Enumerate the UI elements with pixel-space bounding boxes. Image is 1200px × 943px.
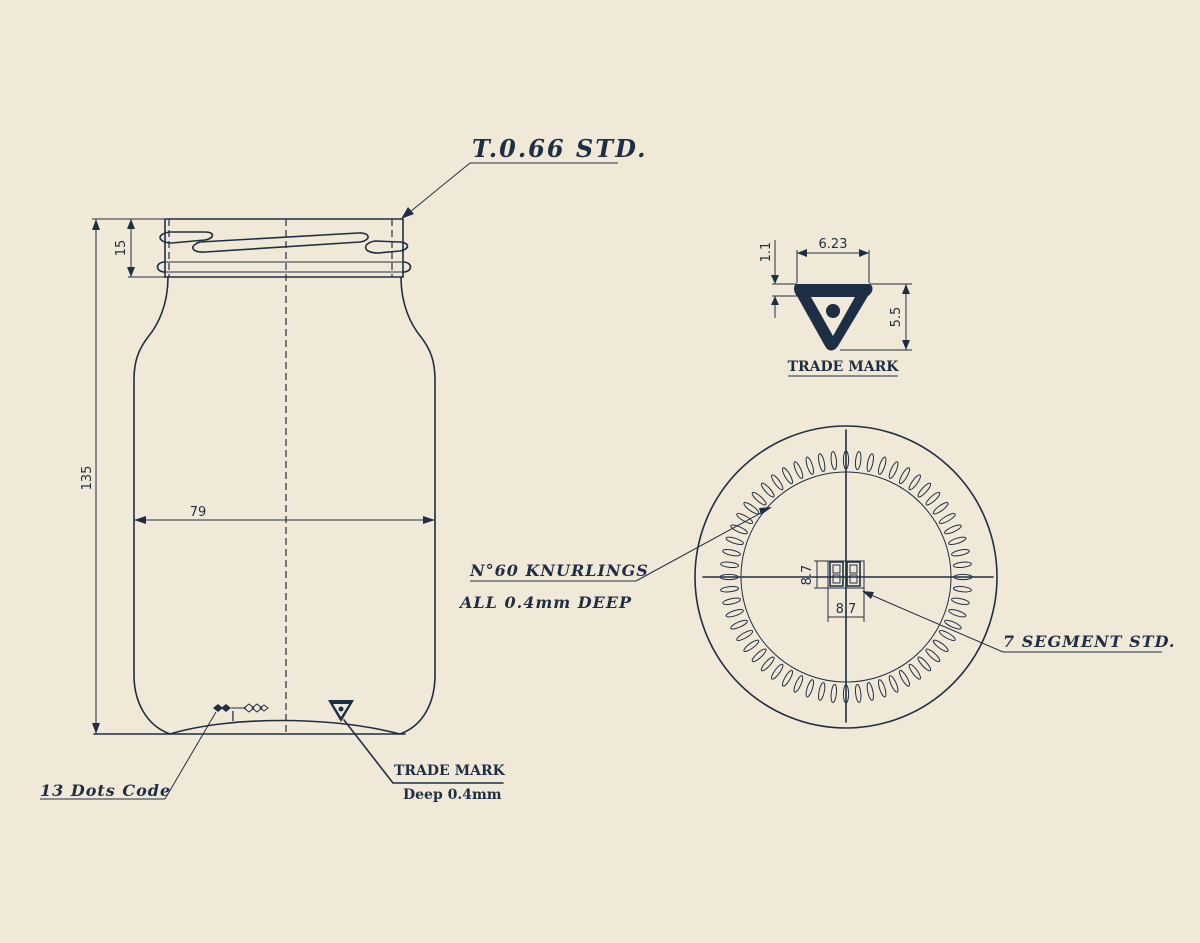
knurling bbox=[771, 474, 784, 491]
diameter-value: 79 bbox=[190, 505, 207, 520]
finish-height-value: 15 bbox=[114, 240, 129, 257]
knurling bbox=[830, 451, 838, 471]
height-dimension: 135 bbox=[80, 218, 165, 734]
knurling bbox=[938, 629, 956, 642]
knurling bbox=[932, 502, 949, 515]
base-trademark-label: TRADE MARK bbox=[394, 763, 506, 779]
knurling bbox=[951, 597, 970, 605]
knurling bbox=[720, 561, 740, 569]
knurling bbox=[938, 512, 956, 525]
knurling bbox=[877, 679, 887, 698]
knurling bbox=[951, 549, 970, 557]
knurling bbox=[948, 536, 967, 546]
knurling bbox=[722, 549, 741, 557]
knurling bbox=[898, 669, 911, 687]
dots-code-label: 13 Dots Code bbox=[40, 781, 171, 800]
knurling bbox=[917, 482, 932, 498]
finish-label: T.0.66 STD. bbox=[472, 134, 647, 163]
knurling bbox=[866, 453, 874, 472]
knurling bbox=[908, 663, 921, 680]
knurling bbox=[888, 461, 899, 479]
height-value: 135 bbox=[80, 466, 95, 491]
knurling bbox=[866, 682, 874, 701]
knurling bbox=[908, 474, 921, 491]
trademark-detail: 6.23 1.1 5.5 TRADE MARK bbox=[759, 237, 912, 377]
knurling bbox=[944, 619, 962, 630]
knurling bbox=[877, 456, 887, 475]
tm-width-value: 6.23 bbox=[819, 237, 848, 252]
knurling bbox=[925, 648, 941, 663]
diameter-dimension: 79 bbox=[134, 505, 435, 524]
segment-label: 7 SEGMENT STD. bbox=[1003, 632, 1175, 651]
knurling bbox=[818, 682, 826, 701]
knurling bbox=[854, 451, 862, 471]
knurling bbox=[932, 639, 949, 652]
knurlings-label: N°60 KNURLINGS bbox=[469, 561, 649, 580]
knurling bbox=[948, 608, 967, 618]
knurling bbox=[743, 502, 760, 515]
knurlings-depth-label: ALL 0.4mm DEEP bbox=[458, 593, 632, 612]
knurling bbox=[952, 561, 972, 569]
knurling bbox=[781, 669, 794, 687]
knurling bbox=[751, 648, 767, 663]
knurling-ring bbox=[719, 450, 973, 704]
knurling bbox=[805, 679, 815, 698]
knurling bbox=[720, 585, 740, 593]
segment-height-value: 8.7 bbox=[800, 565, 815, 586]
knurling bbox=[944, 524, 962, 535]
knurling bbox=[725, 536, 744, 546]
knurling bbox=[793, 461, 804, 479]
knurling bbox=[760, 656, 775, 672]
knurling bbox=[917, 656, 932, 672]
knurling bbox=[781, 467, 794, 485]
knurling bbox=[805, 456, 815, 475]
knurling bbox=[722, 597, 741, 605]
knurling bbox=[830, 683, 838, 703]
knurling bbox=[736, 629, 754, 642]
knurling bbox=[818, 453, 826, 472]
knurling bbox=[793, 675, 804, 693]
jar-bottom-view: 8.7 8.7 7 SEGMENT STD. N°60 KNURLINGS AL… bbox=[458, 425, 1175, 729]
knurling bbox=[760, 482, 775, 498]
finish-height-dimension: 15 bbox=[114, 219, 165, 278]
knurling bbox=[730, 524, 748, 535]
tm-thickness-value: 1.1 bbox=[759, 242, 774, 263]
knurling bbox=[743, 639, 760, 652]
knurling bbox=[771, 663, 784, 680]
base-trademark-depth: Deep 0.4mm bbox=[403, 787, 502, 803]
dot-marker: I bbox=[231, 710, 235, 725]
base-trade-mark: TRADE MARK Deep 0.4mm bbox=[328, 700, 506, 803]
segment-width-value: 8.7 bbox=[836, 602, 857, 617]
knurling bbox=[898, 467, 911, 485]
finish-callout: T.0.66 STD. bbox=[401, 134, 647, 219]
dots-code-mark: I 13 Dots Code bbox=[40, 703, 269, 800]
knurling bbox=[854, 683, 862, 703]
knurling bbox=[751, 491, 767, 506]
trademark-detail-label: TRADE MARK bbox=[788, 359, 900, 375]
tm-height-value: 5.5 bbox=[889, 307, 904, 328]
seven-segment-code: 8.7 8.7 bbox=[800, 560, 865, 622]
jar-side-view bbox=[93, 218, 436, 735]
knurling bbox=[736, 512, 754, 525]
knurling bbox=[730, 619, 748, 630]
knurling bbox=[725, 608, 744, 618]
knurling bbox=[888, 675, 899, 693]
knurling bbox=[952, 585, 972, 593]
knurling bbox=[925, 491, 941, 506]
